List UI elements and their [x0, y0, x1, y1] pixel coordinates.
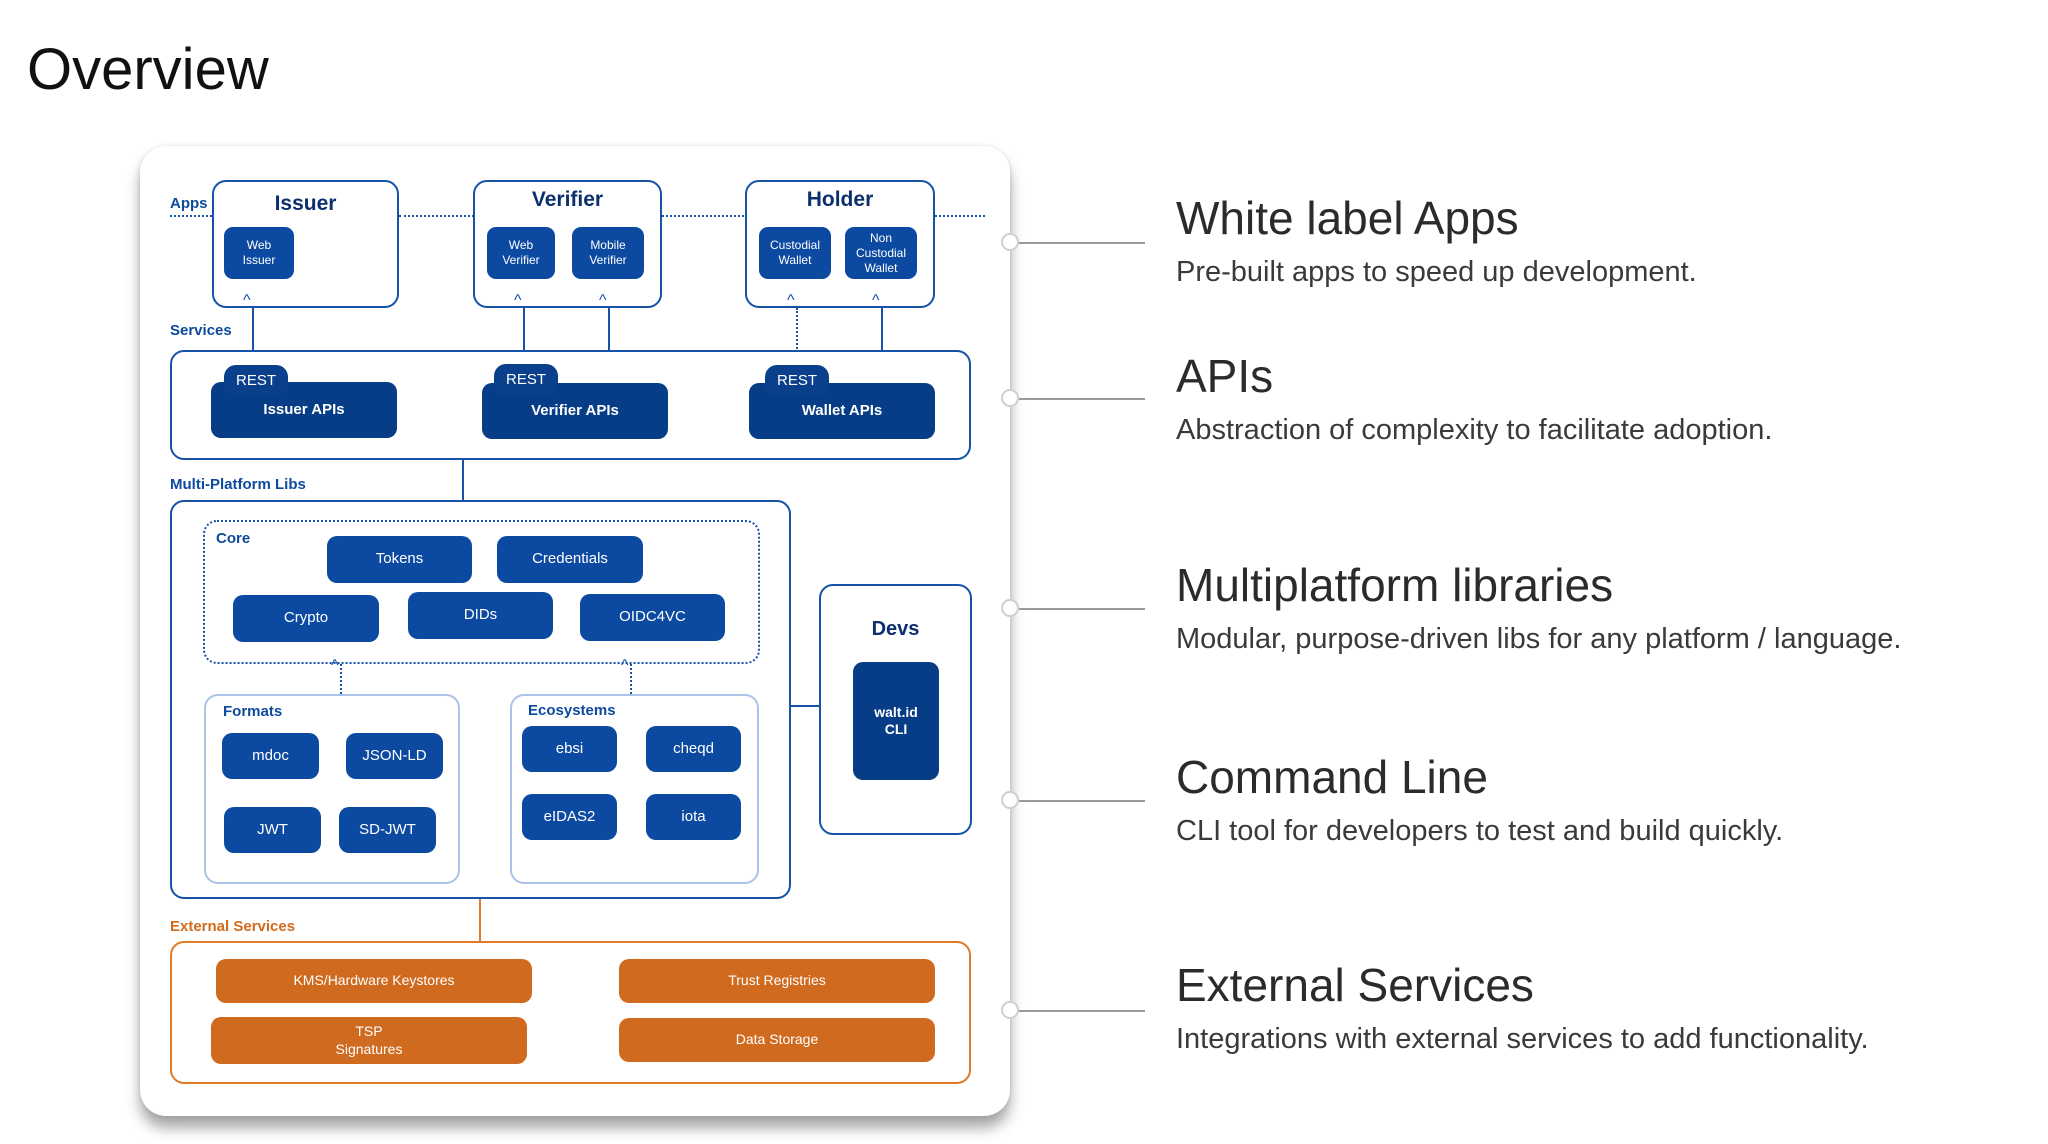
connector-line [881, 308, 883, 372]
holder-app-title: Holder [806, 188, 874, 211]
mobile-verifier-app[interactable]: Mobile Verifier [572, 227, 644, 279]
connector-line [252, 308, 254, 372]
connector-line [608, 308, 610, 372]
web-issuer-app[interactable]: Web Issuer [224, 227, 294, 279]
web-verifier-app[interactable]: Web Verifier [487, 227, 555, 279]
formats-label: Formats [223, 703, 283, 720]
feature-title-white-label-apps: White label Apps [1176, 192, 1519, 244]
feature-title-apis: APIs [1176, 350, 1274, 402]
apps-divider [935, 215, 985, 217]
connector-line [1019, 1010, 1145, 1012]
crypto-lib[interactable]: Crypto [233, 595, 379, 642]
apps-section-label: Apps [170, 195, 208, 212]
arrow-up-icon: ^ [599, 292, 607, 309]
ecosystems-group [510, 694, 759, 884]
external-section-label: External Services [170, 918, 296, 935]
sd-jwt-format[interactable]: SD-JWT [339, 807, 436, 853]
dids-lib[interactable]: DIDs [408, 592, 553, 639]
cheqd-ecosystem[interactable]: cheqd [646, 726, 741, 772]
oidc4vc-lib[interactable]: OIDC4VC [580, 594, 725, 641]
custodial-wallet-app[interactable]: Custodial Wallet [759, 227, 831, 279]
feature-desc-external-services: Integrations with external services to a… [1176, 1023, 1869, 1055]
connector-line [523, 308, 525, 372]
verifier-app-box: Verifier Web Verifier Mobile Verifier [473, 180, 662, 308]
mdoc-format[interactable]: mdoc [222, 733, 319, 779]
iota-ecosystem[interactable]: iota [646, 794, 741, 840]
verifier-app-title: Verifier [531, 188, 604, 211]
feature-title-multiplatform-libraries: Multiplatform libraries [1176, 559, 1614, 611]
non-custodial-wallet-app[interactable]: Non Custodial Wallet [845, 227, 917, 279]
rest-badge: REST [765, 365, 829, 397]
eidas2-ecosystem[interactable]: eIDAS2 [522, 794, 617, 840]
libs-section-label: Multi-Platform Libs [170, 476, 306, 493]
jwt-format[interactable]: JWT [224, 807, 321, 853]
arrow-up-icon: ^ [514, 292, 522, 309]
connector-line [479, 899, 481, 941]
connector-line [462, 460, 464, 500]
rest-badge: REST [224, 365, 288, 397]
tokens-lib[interactable]: Tokens [327, 536, 472, 583]
kms-hardware-keystores[interactable]: KMS/Hardware Keystores [216, 959, 532, 1003]
feature-desc-white-label-apps: Pre-built apps to speed up development. [1176, 256, 1697, 288]
connector-dot [1001, 233, 1019, 251]
feature-title-command-line: Command Line [1176, 751, 1488, 803]
connector-dot [1001, 791, 1019, 809]
apps-divider [662, 215, 748, 217]
tsp-signatures[interactable]: TSP Signatures [211, 1017, 527, 1064]
devs-label: Devs [871, 618, 920, 640]
data-storage[interactable]: Data Storage [619, 1018, 935, 1062]
page-title: Overview [27, 37, 269, 102]
connector-dot [1001, 599, 1019, 617]
json-ld-format[interactable]: JSON-LD [346, 733, 443, 779]
external-services-box [170, 941, 971, 1084]
arrow-up-icon: ^ [331, 657, 339, 674]
feature-desc-command-line: CLI tool for developers to test and buil… [1176, 815, 1784, 847]
connector-line [1019, 242, 1145, 244]
feature-desc-multiplatform-libraries: Modular, purpose-driven libs for any pla… [1176, 623, 1902, 655]
issuer-app-box: Issuer Web Issuer [212, 180, 399, 308]
arrow-up-icon: ^ [872, 292, 880, 309]
architecture-diagram: Apps Issuer Web Issuer Verifier Web Veri… [140, 146, 1010, 1116]
core-group [203, 520, 760, 664]
arrow-up-icon: ^ [621, 657, 629, 674]
ecosystems-label: Ecosystems [528, 702, 616, 719]
apps-divider [170, 215, 212, 217]
ebsi-ecosystem[interactable]: ebsi [522, 726, 617, 772]
connector-line [791, 705, 819, 707]
connector-line [340, 664, 342, 694]
services-section-label: Services [170, 322, 232, 339]
issuer-app-title: Issuer [274, 192, 337, 215]
arrow-up-icon: ^ [243, 292, 251, 309]
connector-line [1019, 398, 1145, 400]
walt-id-cli[interactable]: walt.id CLI [853, 662, 939, 780]
connector-line [630, 664, 632, 694]
formats-group [204, 694, 460, 884]
credentials-lib[interactable]: Credentials [497, 536, 643, 583]
feature-desc-apis: Abstraction of complexity to facilitate … [1176, 414, 1773, 446]
apps-divider [399, 215, 478, 217]
arrow-up-icon: ^ [787, 292, 795, 309]
feature-title-external-services: External Services [1176, 959, 1534, 1011]
connector-line [1019, 608, 1145, 610]
connector-dot [1001, 1001, 1019, 1019]
trust-registries[interactable]: Trust Registries [619, 959, 935, 1003]
connector-line [796, 308, 798, 372]
connector-line [1019, 800, 1145, 802]
holder-app-box: Holder Custodial Wallet Non Custodial Wa… [745, 180, 935, 308]
devs-box: Devs walt.id CLI [819, 584, 972, 835]
rest-badge: REST [494, 364, 558, 396]
core-label: Core [216, 530, 251, 547]
connector-dot [1001, 389, 1019, 407]
